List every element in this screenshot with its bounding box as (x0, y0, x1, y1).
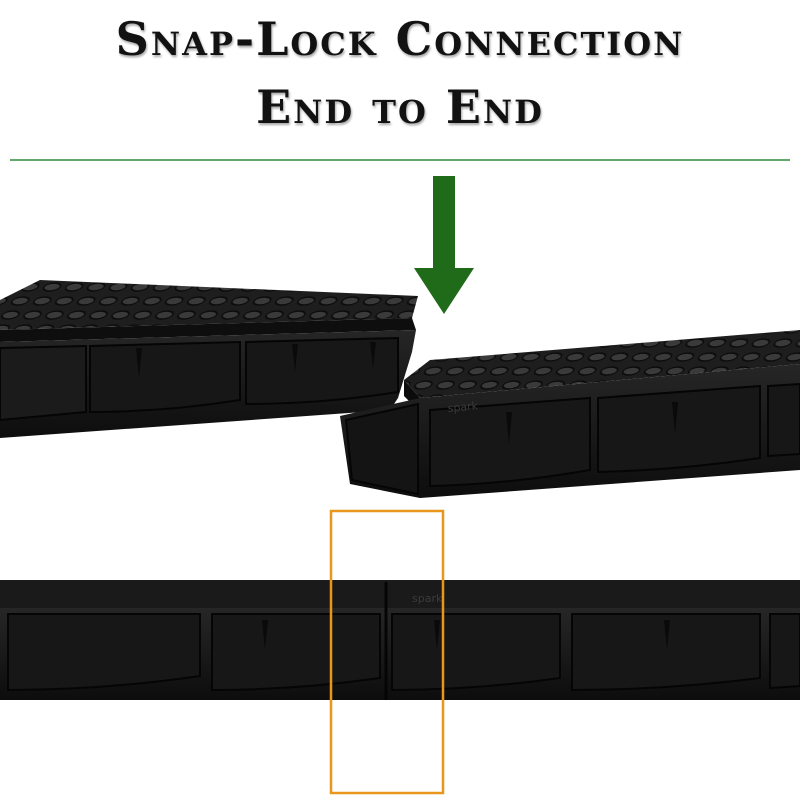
headline-line-2: End to End (256, 80, 544, 134)
highlight-box (329, 509, 445, 795)
headline-line-1: Snap-Lock Connection (115, 12, 685, 66)
upper-channel-left (0, 280, 418, 438)
brand-mark-lower: spark (412, 592, 443, 605)
connected-channel: spark (0, 580, 800, 700)
upper-channel-right: spark (340, 330, 800, 498)
brand-mark-upper: spark (447, 399, 479, 415)
down-arrow-icon (414, 176, 474, 314)
